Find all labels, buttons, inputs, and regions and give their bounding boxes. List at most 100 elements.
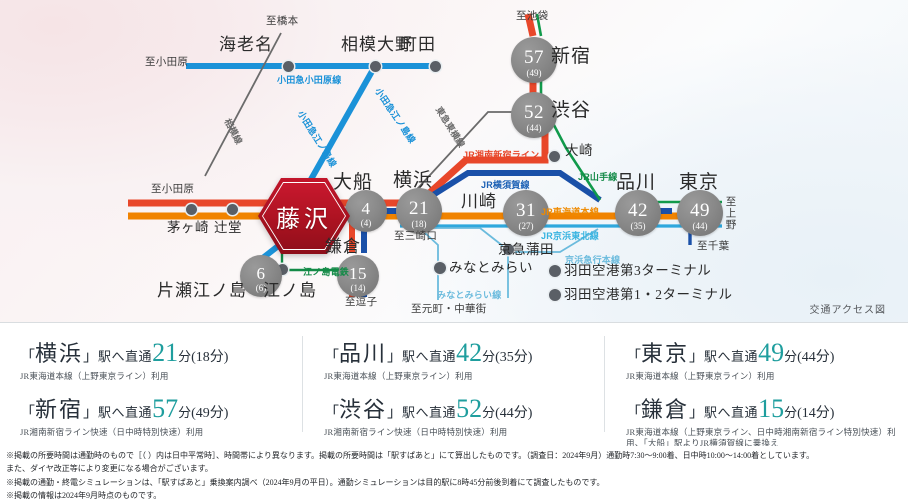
quote-close: 」 <box>83 405 99 421</box>
minutes-unit: 分 <box>178 405 192 420</box>
terminus-label-ikebukuro: 至池袋 <box>516 11 549 22</box>
node-minutes-alt: (44) <box>692 221 708 231</box>
node-shinagawa[interactable]: 42 (35) <box>615 190 661 236</box>
time-entry-shinjuku[interactable]: 「新宿」駅へ直通57分(49分) JR湘南新宿ライン快速（日中時特別快速）利用 <box>20 392 303 438</box>
quote-open: 「 <box>324 405 340 421</box>
station-label-chigasaki: 茅ヶ崎 <box>167 220 209 235</box>
line-label-jr-keihin-tohoku: JR京浜東北線 <box>541 231 599 241</box>
node-minutes-alt: (44) <box>526 123 542 133</box>
node-ofuna[interactable]: 4 (4) <box>345 190 387 232</box>
station-label-keikyu-kamata: 京急蒲田 <box>498 242 554 257</box>
station-dot-haneda-t12 <box>549 289 561 301</box>
node-kawasaki[interactable]: 31 (27) <box>503 190 549 236</box>
direct-text: 駅へ直通 <box>704 349 759 364</box>
destination-name: 横浜 <box>35 341 84 366</box>
times-column-1: 「横浜」駅へ直通21分(18分) JR東海道本線（上野東京ライン）利用 「新宿」… <box>0 322 303 444</box>
station-label-ofuna: 大船 <box>333 172 374 193</box>
quote-close: 」 <box>689 405 705 421</box>
station-label-kamakura: 鎌倉 <box>325 237 361 256</box>
time-headline: 「新宿」駅へ直通57分(49分) <box>20 392 303 424</box>
destination-name: 鎌倉 <box>641 397 690 422</box>
terminus-label-chiba: 至千葉 <box>697 241 730 252</box>
station-label-shibuya: 渋谷 <box>551 100 592 121</box>
station-label-katase-enoshima: 片瀬江ノ島 <box>157 281 247 300</box>
station-label-ebina: 海老名 <box>219 35 273 54</box>
minutes-daytime: (14分) <box>797 406 835 421</box>
column-divider-2 <box>604 336 605 432</box>
node-katase-enoshima[interactable]: 6 (6) <box>240 255 282 297</box>
time-headline: 「東京」駅へ直通49分(44分) <box>626 336 907 368</box>
minutes-unit: 分 <box>482 349 496 364</box>
times-column-2: 「品川」駅へ直通42分(35分) JR東海道本線（上野東京ライン）利用 「渋谷」… <box>302 322 605 444</box>
station-dot-haneda-t3 <box>549 265 561 277</box>
node-minutes: 42 <box>628 200 648 221</box>
line-label-jr-yamanote: JR山手線 <box>578 172 618 182</box>
time-route-note: JR東海道本線（上野東京ライン）利用 <box>324 371 473 381</box>
time-route-note: JR湘南新宿ライン快速（日中時特別快速）利用 <box>324 427 508 437</box>
quote-close: 」 <box>83 349 99 365</box>
time-entry-tokyo[interactable]: 「東京」駅へ直通49分(44分) JR東海道本線（上野東京ライン）利用 <box>626 336 907 382</box>
station-label-machida: 町田 <box>400 35 436 54</box>
quote-open: 「 <box>626 349 642 365</box>
terminus-label-motomachi: 至元町・中華街 <box>411 304 487 315</box>
footnote-line-1: ※掲載の所要時間は通勤時のもので［（ ）内は日中平常時］、時間帯により異なります… <box>6 451 815 460</box>
minutes-value: 49 <box>758 338 785 367</box>
destination-name: 品川 <box>339 341 388 366</box>
station-label-kawasaki: 川崎 <box>461 192 497 211</box>
time-entry-shinagawa[interactable]: 「品川」駅へ直通42分(35分) JR東海道本線（上野東京ライン）利用 <box>324 336 605 382</box>
node-tokyo[interactable]: 49 (44) <box>677 190 723 236</box>
railway-access-map: .odk{stroke:#1b92d8;} .tok{stroke:#f0830… <box>0 0 908 322</box>
node-minutes-alt: (18) <box>411 219 427 229</box>
column-divider-1 <box>302 336 303 432</box>
station-label-haneda-t3: 羽田空港第3ターミナル <box>564 263 712 278</box>
hub-station-fujisawa[interactable]: 藤沢 <box>258 178 350 254</box>
line-label-jr-shonan-shinjuku: JR湘南新宿ライン <box>463 150 540 160</box>
minutes-daytime: (18分) <box>191 350 229 365</box>
minutes-value: 15 <box>758 394 785 423</box>
terminus-label-odawara-left: 至小田原 <box>151 184 195 195</box>
node-minutes: 6 <box>256 264 266 283</box>
footnote-line-2: また、ダイヤ改正等により変更になる場合がございます。 <box>6 464 213 474</box>
minutes-daytime: (44分) <box>495 406 533 421</box>
node-shinjuku[interactable]: 57 (49) <box>511 37 557 83</box>
node-yokohama[interactable]: 21 (18) <box>396 188 442 234</box>
destination-name: 新宿 <box>35 397 84 422</box>
terminus-label-zushi: 至逗子 <box>345 297 378 308</box>
station-label-tsujido: 辻堂 <box>214 220 242 235</box>
time-headline: 「渋谷」駅へ直通52分(44分) <box>324 392 605 424</box>
station-dot-keikyu-kamata <box>503 244 514 255</box>
minutes-daytime: (35分) <box>495 350 533 365</box>
time-route-note: JR東海道本線（上野東京ライン）利用 <box>626 371 775 381</box>
direct-text: 駅へ直通 <box>704 405 759 420</box>
destination-name: 東京 <box>641 341 690 366</box>
direct-text: 駅へ直通 <box>98 349 153 364</box>
line-label-minatomirai: みなとみらい線 <box>437 290 502 300</box>
quote-close: 」 <box>387 349 403 365</box>
line-label-enoden: 江ノ島電鉄 <box>303 267 350 277</box>
direct-text: 駅へ直通 <box>402 349 457 364</box>
station-dot-tsujido <box>227 204 238 215</box>
time-entry-yokohama[interactable]: 「横浜」駅へ直通21分(18分) JR東海道本線（上野東京ライン）利用 <box>20 336 303 382</box>
time-entry-kamakura[interactable]: 「鎌倉」駅へ直通15分(14分) JR東海道本線（上野東京ライン、日中時湘南新宿… <box>626 392 907 450</box>
station-dot-minatomirai <box>434 262 446 274</box>
node-minutes-alt: (27) <box>518 221 534 231</box>
station-label-osaki: 大崎 <box>565 143 593 158</box>
panel-top-divider <box>0 322 908 323</box>
station-label-minatomirai: みなとみらい <box>449 260 533 275</box>
direct-text: 駅へ直通 <box>402 405 457 420</box>
terminus-label-hashimoto: 至橋本 <box>266 16 299 27</box>
node-minutes-alt: (35) <box>630 221 646 231</box>
minutes-daytime: (44分) <box>797 350 835 365</box>
station-dot-chigasaki <box>186 204 197 215</box>
minutes-value: 21 <box>152 338 179 367</box>
access-times-panel: 「横浜」駅へ直通21分(18分) JR東海道本線（上野東京ライン）利用 「新宿」… <box>0 322 908 448</box>
node-kamakura[interactable]: 15 (14) <box>337 255 379 297</box>
node-shibuya[interactable]: 52 (44) <box>511 92 557 138</box>
quote-open: 「 <box>626 405 642 421</box>
node-minutes: 52 <box>524 102 544 123</box>
minutes-value: 57 <box>152 394 179 423</box>
time-entry-shibuya[interactable]: 「渋谷」駅へ直通52分(44分) JR湘南新宿ライン快速（日中時特別快速）利用 <box>324 392 605 438</box>
terminus-label-odawara-top: 至小田原 <box>145 57 189 68</box>
station-dot-enoshima <box>277 264 288 275</box>
